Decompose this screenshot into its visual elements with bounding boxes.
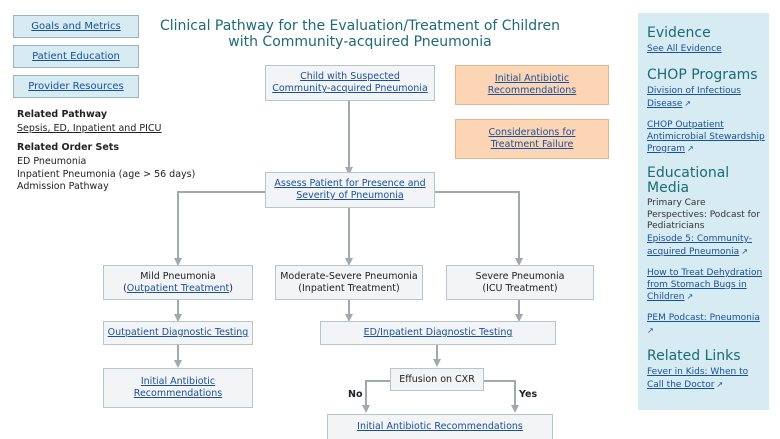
assess-line-1[interactable]: Assess Patient for Presence and [274,178,426,189]
treatment-failure-box[interactable]: Considerations for Treatment Failure [455,119,609,159]
mild-pneumonia-box: Mild Pneumonia (Outpatient Treatment) [103,265,253,300]
assess-line-2[interactable]: Severity of Pneumonia [296,190,404,201]
effusion-box: Effusion on CXR [390,368,484,391]
outpatient-abx-box[interactable]: Initial Antibiotic Recommendations [103,368,253,408]
severe-line-2: (ICU Treatment) [482,282,558,294]
mild-paren-open: ( [123,282,127,294]
arrow-effusion-yes [484,380,519,413]
fever-link[interactable]: Fever in Kids: When to Call the Doctor↗ [647,367,749,390]
order-set-item: ED Pneumonia [17,156,87,167]
pem-podcast-link[interactable]: PEM Podcast: Pneumonia↗ [647,313,760,335]
mild-line-1: Mild Pneumonia [140,270,216,282]
external-link-icon: ↗ [741,246,748,256]
arrow-effusion-no [362,380,390,413]
dehydration-link[interactable]: How to Treat Dehydration from Stomach Bu… [647,268,763,302]
initial-abx-line-2[interactable]: Recommendations [487,85,577,96]
outpatient-testing-box[interactable]: Outpatient Diagnostic Testing [103,321,253,345]
evidence-heading: Evidence [647,25,711,41]
treatment-failure-line-2[interactable]: Treatment Failure [490,139,574,150]
inpatient-testing-link[interactable]: ED/Inpatient Diagnostic Testing [363,327,513,338]
sepsis-pathway-link[interactable]: Sepsis, ED, Inpatient and PICU [17,123,162,134]
outpatient-abx-line-1[interactable]: Initial Antibiotic [140,376,216,387]
inpatient-abx-link[interactable]: Initial Antibiotic Recommendations [357,421,523,432]
severe-line-1: Severe Pneumonia [475,270,565,282]
yes-label: Yes [519,389,538,400]
moderate-severe-box: Moderate-Severe Pneumonia (Inpatient Tre… [275,265,423,300]
assess-box[interactable]: Assess Patient for Presence and Severity… [265,172,435,208]
start-line-2[interactable]: Community-acquired Pneumonia [272,83,428,94]
related-links-heading: Related Links [647,348,741,364]
related-order-sets-heading: Related Order Sets [17,142,119,153]
podcast-description: Primary Care Perspectives: Podcast for P… [647,198,760,231]
chop-programs-heading: CHOP Programs [647,67,758,83]
patient-education-button[interactable]: Patient Education [13,45,139,68]
initial-antibiotic-box[interactable]: Initial Antibiotic Recommendations [455,65,609,105]
inpatient-abx-box[interactable]: Initial Antibiotic Recommendations [327,414,553,439]
order-set-item: Inpatient Pneumonia (age > 56 days) [17,169,196,180]
external-link-icon: ↗ [686,144,694,153]
see-all-evidence-link[interactable]: See All Evidence [647,44,722,54]
goals-metrics-button[interactable]: Goals and Metrics [13,15,139,38]
title-line-2: with Community-acquired Pneumonia [228,34,492,50]
modsev-line-2: (Inpatient Treatment) [298,282,400,294]
outpatient-testing-link[interactable]: Outpatient Diagnostic Testing [107,327,249,338]
external-link-icon: ↗ [684,98,692,108]
provider-resources-button[interactable]: Provider Resources [13,75,139,98]
mild-line-2: (Outpatient Treatment) [123,283,233,295]
severe-pneumonia-box: Severe Pneumonia (ICU Treatment) [446,265,594,300]
page-title: Clinical Pathway for the Evaluation/Trea… [150,18,570,50]
external-link-icon: ↗ [716,379,724,389]
inpatient-testing-box[interactable]: ED/Inpatient Diagnostic Testing [320,321,556,345]
order-set-item: Admission Pathway [17,181,109,192]
resources-panel: Evidence See All Evidence CHOP Programs … [638,13,769,410]
effusion-label: Effusion on CXR [399,373,475,385]
infectious-disease-link[interactable]: Division of Infectious Disease↗ [647,86,741,109]
title-line-1: Clinical Pathway for the Evaluation/Trea… [159,18,561,34]
episode-5-link[interactable]: Episode 5: Community-acquired Pneumonia↗ [647,234,753,257]
outpatient-abx-line-2[interactable]: Recommendations [133,388,223,399]
external-link-icon: ↗ [647,325,654,335]
educational-media-heading: Educational Media [647,165,730,196]
no-label: No [348,389,363,400]
modsev-line-1: Moderate-Severe Pneumonia [280,270,418,282]
stewardship-link[interactable]: CHOP Outpatient Antimicrobial Stewardshi… [647,120,765,154]
initial-abx-line-1[interactable]: Initial Antibiotic [494,73,570,84]
outpatient-treatment-link[interactable]: Outpatient Treatment [126,282,230,294]
related-pathway-heading: Related Pathway [17,109,108,120]
external-link-icon: ↗ [686,292,694,301]
start-box[interactable]: Child with Suspected Community-acquired … [265,65,435,101]
mild-paren-close: ) [229,282,233,294]
treatment-failure-line-1[interactable]: Considerations for [488,127,576,138]
start-line-1[interactable]: Child with Suspected [300,71,400,82]
